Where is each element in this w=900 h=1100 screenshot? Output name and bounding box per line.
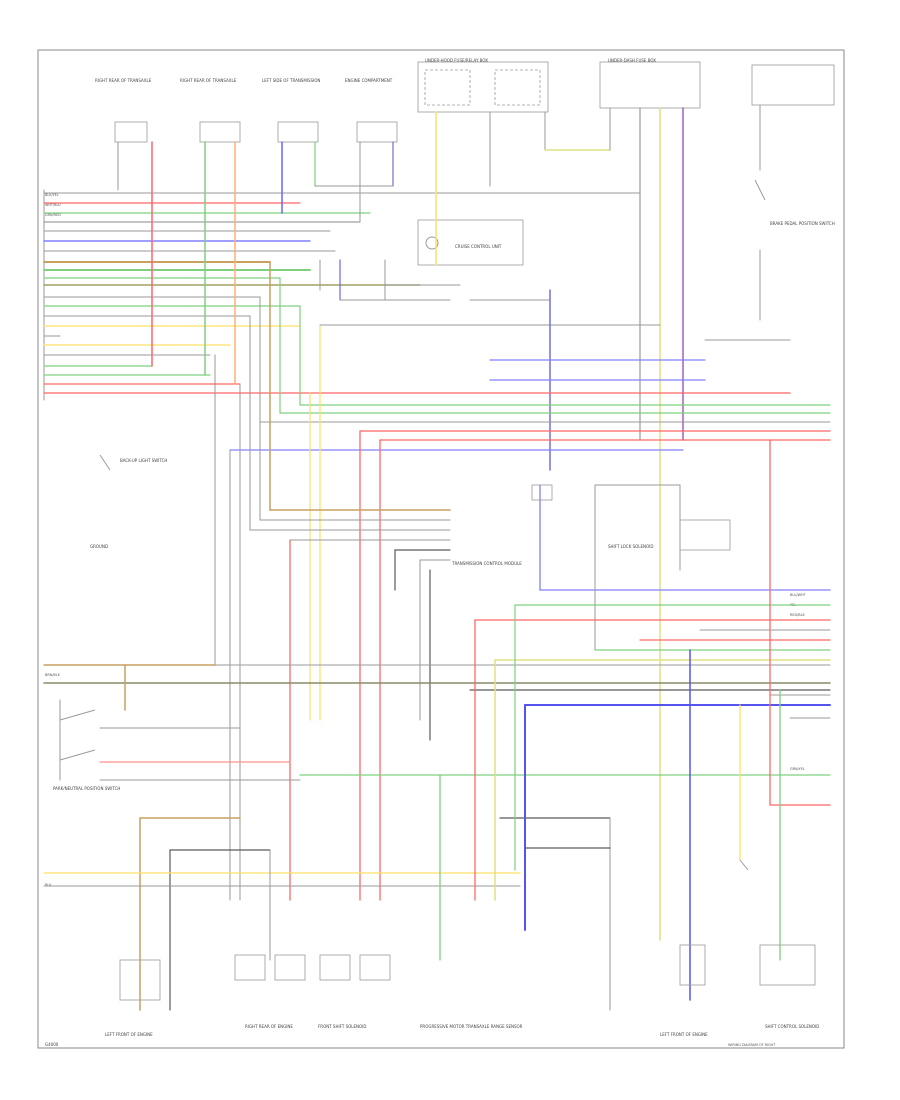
component-label-16: RIGHT REAR OF ENGINE <box>245 1024 293 1029</box>
wire-code-8: GRN/YEL <box>790 767 805 771</box>
component-label-3: LEFT SIDE OF TRANSMISSION <box>262 78 320 83</box>
wire-code-3: GRN/RED <box>45 213 61 217</box>
wire-code-7: BRN/BLK <box>45 673 61 677</box>
component-label-14: FRONT SHIFT SOLENOID <box>318 1024 366 1029</box>
footer-left: G4000 <box>45 1042 59 1047</box>
component-label-18: GROUND <box>90 544 108 549</box>
component-label-19: LEFT FRONT OF ENGINE <box>660 1032 708 1037</box>
top-components <box>114 61 835 266</box>
component-label-15: LEFT FRONT OF ENGINE <box>105 1032 153 1037</box>
component-label-17: SHIFT CONTROL SOLENOID <box>765 1024 819 1029</box>
component-label-11: BACK-UP LIGHT SWITCH <box>120 458 167 463</box>
wire-code-6: RED/BLK <box>790 613 805 617</box>
wire-code-2: WHT/BLU <box>45 203 61 207</box>
wire-code-9: BLK <box>45 883 52 887</box>
connectors <box>59 179 816 1001</box>
component-label-12: PARK/NEUTRAL POSITION SWITCH <box>53 786 120 791</box>
component-label-10: SHIFT LOCK SOLENOID <box>608 544 653 549</box>
component-label-13: PROGRESSIVE MOTOR TRANSAXLE RANGE SENSOR <box>420 1024 523 1029</box>
component-label-5: UNDER-HOOD FUSE/RELAY BOX <box>425 58 488 63</box>
component-label-2: RIGHT REAR OF TRANSAXLE <box>180 78 237 83</box>
diagram-frame <box>37 49 845 1049</box>
component-label-6: UNDER-DASH FUSE BOX <box>608 58 656 63</box>
component-label-9: TRANSMISSION CONTROL MODULE <box>451 561 522 566</box>
component-label-7: CRUISE CONTROL UNIT <box>455 244 502 249</box>
wire-code-4: BLU/WHT <box>790 593 807 597</box>
footer-right: WIRING DIAGRAM OF RIGHT <box>728 1043 776 1047</box>
component-label-8: BRAKE PEDAL POSITION SWITCH <box>770 221 835 226</box>
wires <box>43 104 831 1011</box>
component-label-4: ENGINE COMPARTMENT <box>345 78 393 83</box>
wire-code-1: BLK/YEL <box>45 193 59 197</box>
component-label-1: RIGHT REAR OF TRANSAXLE <box>95 78 152 83</box>
